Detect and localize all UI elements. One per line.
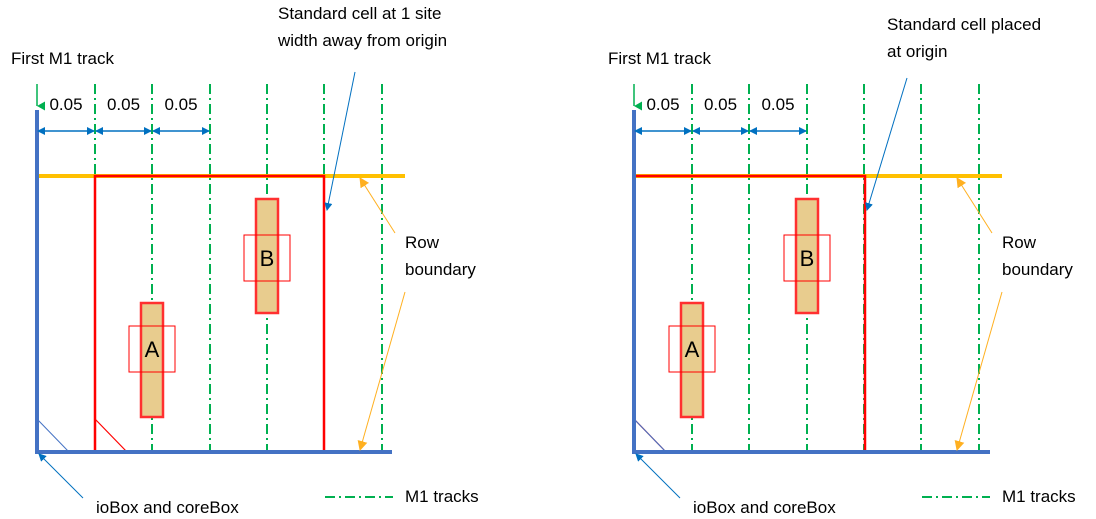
pin-a-access-box	[668, 325, 716, 373]
row-boundary-label: boundary	[1002, 260, 1073, 279]
pin-b-shape	[794, 197, 820, 315]
pin-b-access-box	[243, 234, 291, 282]
cell-callout-label: at origin	[887, 42, 947, 61]
pin-a-shape	[679, 301, 705, 419]
panel-origin-cell: A B First M1 track 0.05 0.05 0.05 Standard cel…	[608, 15, 1076, 517]
row-boundary-arrow-bottom	[954, 291, 1003, 451]
row-boundary-arrow-bottom	[357, 291, 406, 451]
box-label: ioBox and coreBox	[96, 498, 239, 517]
pitch-label: 0.05	[49, 95, 82, 114]
cell-callout-label: width away from origin	[277, 31, 447, 50]
pin-b-shape	[254, 197, 280, 315]
pitch-label: 0.05	[646, 95, 679, 114]
cell-callout-label: Standard cell at 1 site	[278, 4, 441, 23]
pin-b-label: B	[260, 246, 275, 271]
cell-callout-label: Standard cell placed	[887, 15, 1041, 34]
pin-a-access-box	[128, 325, 176, 373]
pin-a-label: A	[145, 337, 160, 362]
pitch-label: 0.05	[704, 95, 737, 114]
box-label-arrow	[38, 453, 84, 499]
pin-b-label: B	[800, 246, 815, 271]
row-boundary-label: Row	[1002, 233, 1037, 252]
pin-b-access-box	[783, 234, 831, 282]
pin-a-shape	[139, 301, 165, 419]
iobox-orientation-mark	[633, 418, 667, 453]
row-boundary-arrow-top	[359, 177, 396, 234]
cell-orientation-mark	[94, 418, 128, 453]
legend-track-label: M1 tracks	[405, 487, 479, 506]
row-boundary-label: boundary	[405, 260, 476, 279]
panel-offset-cell: A B First M1 track 0.05 0.05 0.05 Standard cel…	[11, 4, 479, 517]
box-label: ioBox and coreBox	[693, 498, 836, 517]
cell-callout-arrow	[324, 71, 356, 211]
iobox-orientation-mark	[36, 418, 70, 453]
first-track-label: First M1 track	[11, 49, 114, 68]
box-label-arrow	[635, 453, 681, 499]
row-boundary-label: Row	[405, 233, 440, 252]
first-track-label: First M1 track	[608, 49, 711, 68]
pitch-label: 0.05	[107, 95, 140, 114]
pin-a-label: A	[685, 337, 700, 362]
pitch-label: 0.05	[761, 95, 794, 114]
legend-track-label: M1 tracks	[1002, 487, 1076, 506]
cell-callout-arrow	[865, 77, 908, 211]
pitch-label: 0.05	[164, 95, 197, 114]
row-boundary-arrow-top	[956, 177, 993, 234]
